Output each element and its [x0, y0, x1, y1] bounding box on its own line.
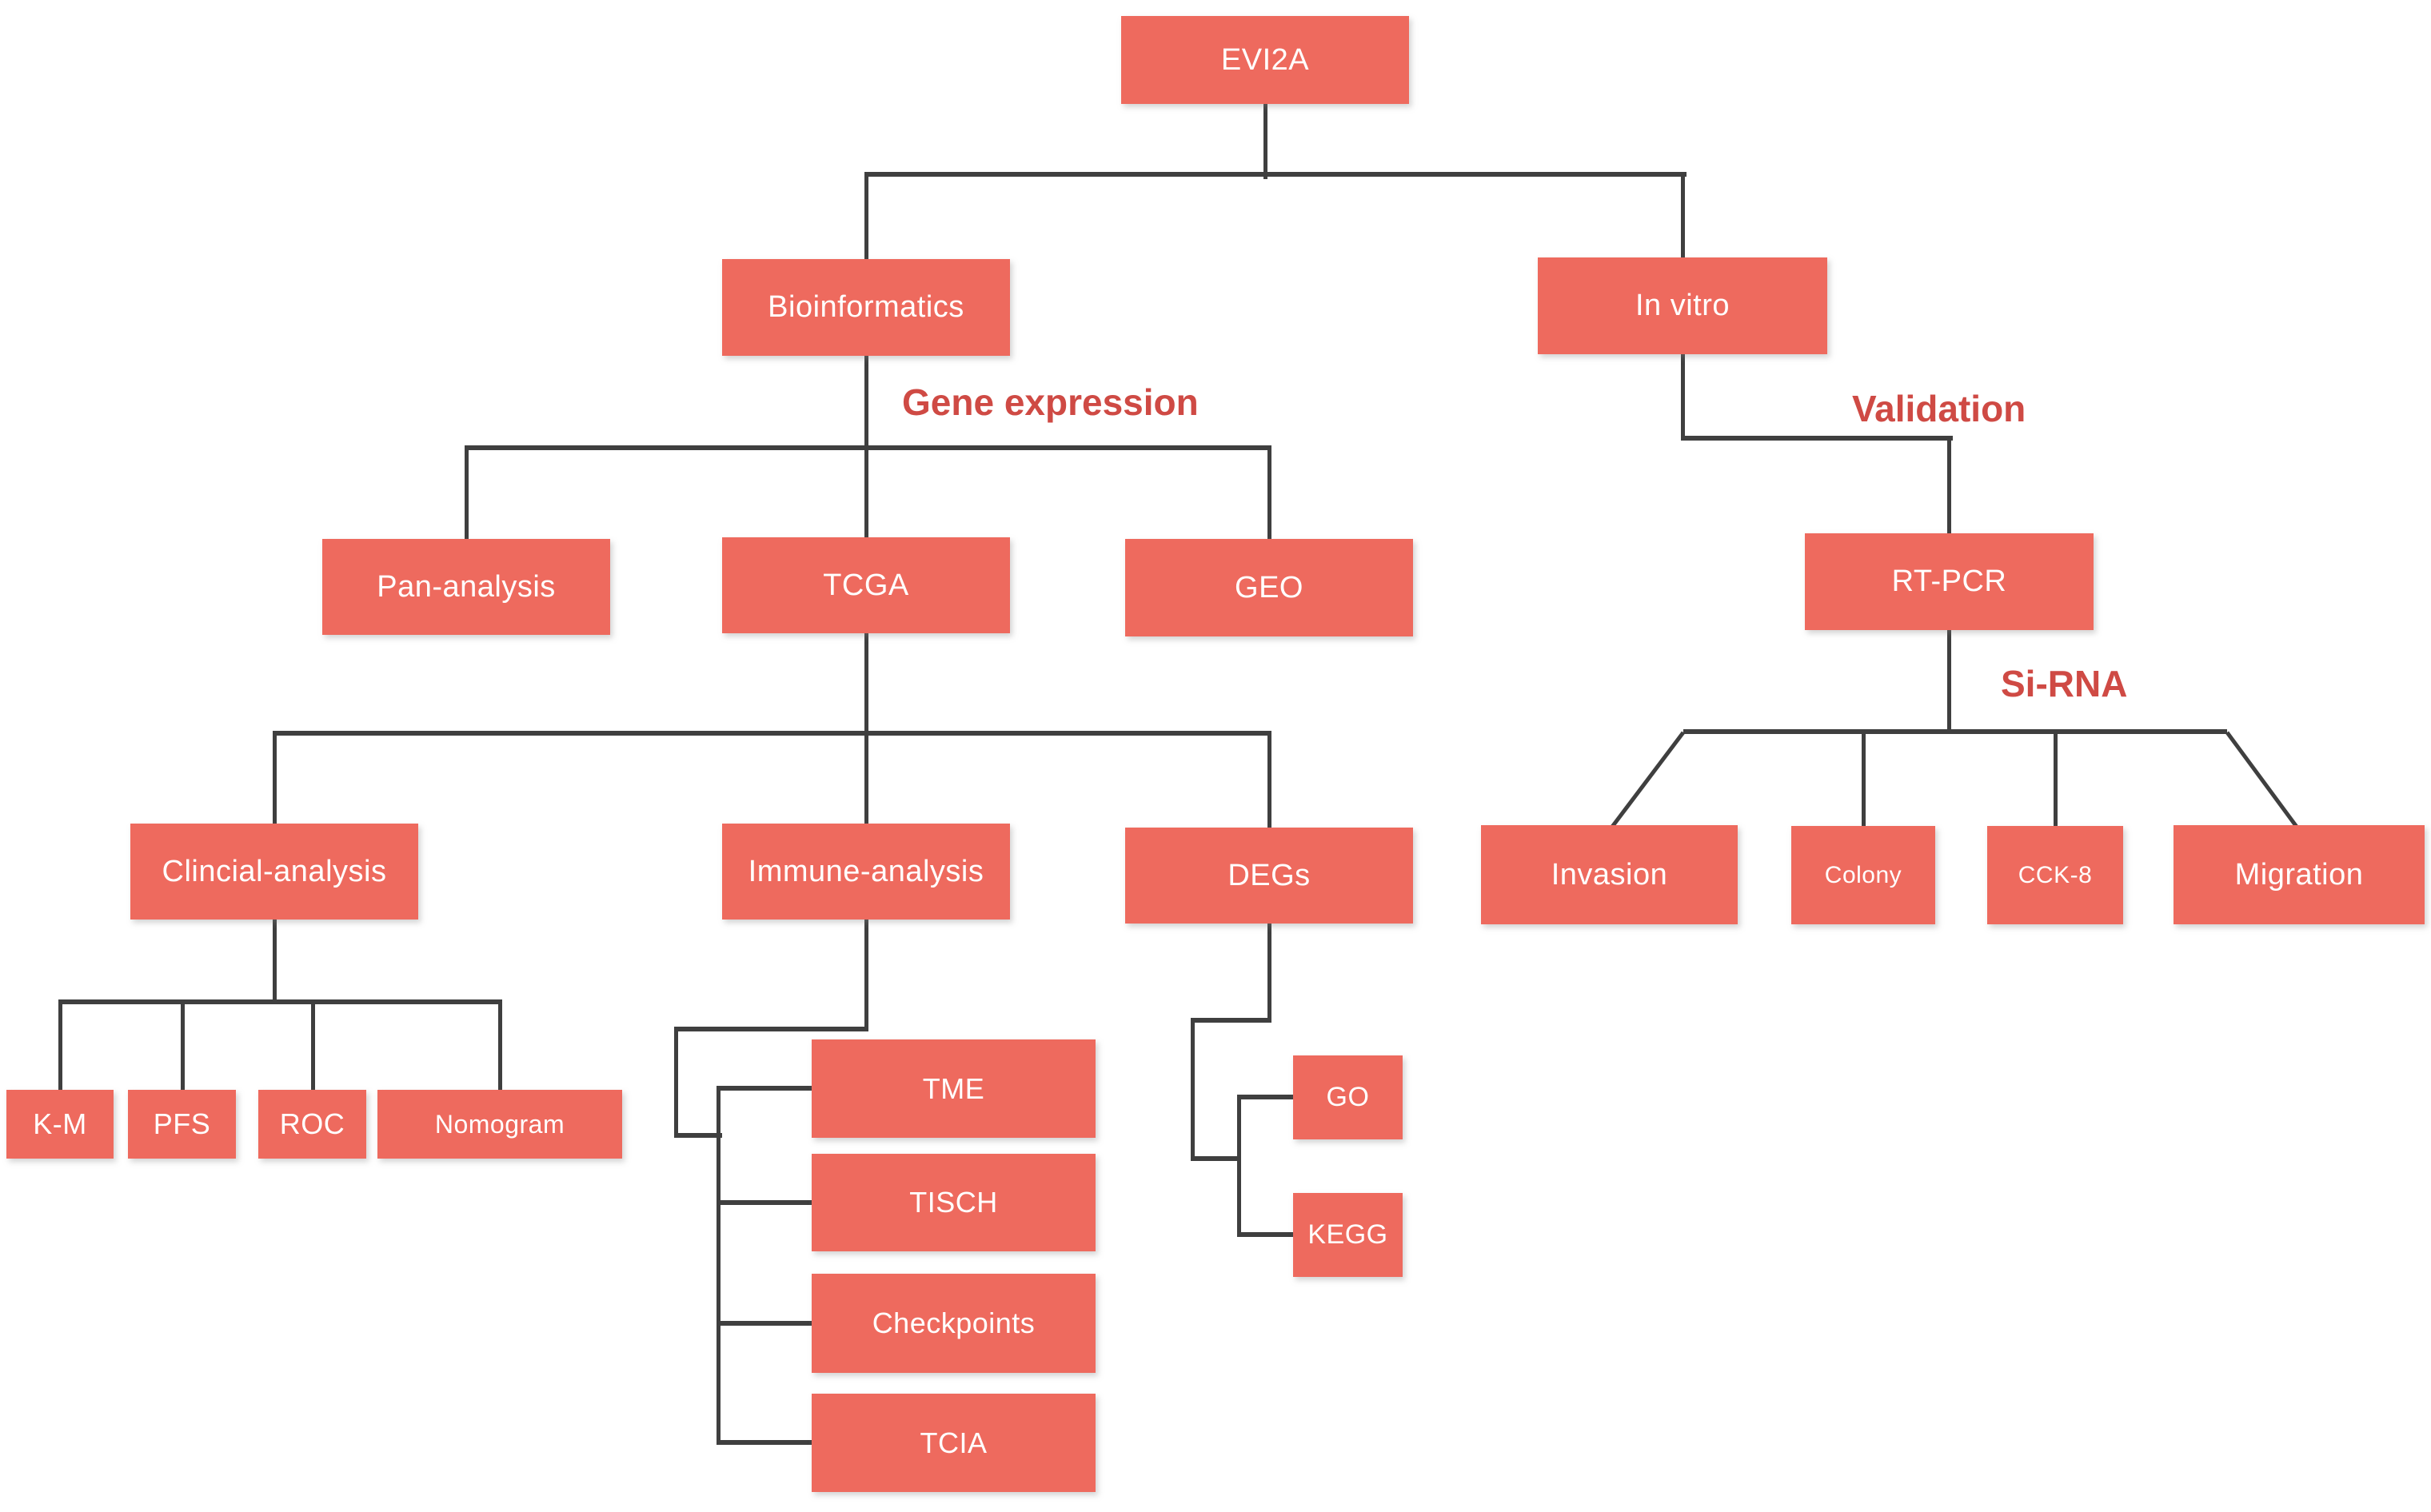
node-invasion: Invasion: [1481, 825, 1738, 924]
node-go: GO: [1293, 1055, 1403, 1139]
connector-stub-tisch: [717, 1200, 812, 1205]
connector-stub-kegg: [1237, 1232, 1293, 1237]
connector-clincial-stem: [273, 920, 277, 1004]
node-tisch: TISCH: [812, 1154, 1096, 1251]
node-immune-analysis: Immune-analysis: [722, 824, 1010, 920]
connector-stub-go: [1237, 1095, 1293, 1099]
node-pfs: PFS: [128, 1090, 236, 1159]
node-geo: GEO: [1125, 539, 1413, 636]
connector-level2-to-geo: [1267, 445, 1271, 539]
connector-level3-to-immune: [864, 731, 868, 824]
connector-stub-tcia: [717, 1440, 812, 1445]
node-tcia: TCIA: [812, 1394, 1096, 1492]
node-colony: Colony: [1791, 826, 1935, 924]
connector-level1-to-bioinformatics: [864, 172, 868, 259]
connector-to-km: [58, 999, 62, 1090]
connector-stub-checkpoints: [717, 1321, 812, 1326]
connector-level1-to-invitro: [1681, 172, 1685, 257]
node-in-vitro: In vitro: [1538, 257, 1827, 354]
node-kegg: KEGG: [1293, 1193, 1403, 1277]
connector-sirna-to-invasion: [1611, 731, 1685, 828]
label-gene-expression: Gene expression: [902, 381, 1199, 423]
connector-to-nomogram: [498, 999, 502, 1090]
connector-sirna-bus: [1683, 729, 2227, 734]
node-bioinformatics: Bioinformatics: [722, 259, 1010, 356]
connector-to-roc: [311, 999, 315, 1090]
node-rt-pcr: RT-PCR: [1805, 533, 2094, 630]
connector-sirna-to-migration: [2225, 731, 2299, 828]
connector-degs-elbow-bottom: [1191, 1156, 1241, 1161]
connector-elbow-to-rtpcr: [1947, 436, 1951, 533]
node-evi2a: EVI2A: [1121, 16, 1409, 104]
connector-level1-bus: [864, 172, 1687, 177]
node-pan-analysis: Pan-analysis: [322, 539, 610, 635]
connector-immune-spine: [717, 1086, 721, 1445]
node-clincial-analysis: Clincial-analysis: [130, 824, 418, 920]
connector-bioinformatics-stem: [864, 356, 868, 450]
connector-level3-to-clincial: [273, 731, 277, 824]
connector-immune-stem: [864, 920, 868, 1031]
connector-degs-elbow-left: [1191, 1018, 1195, 1161]
connector-level3-to-degs: [1267, 731, 1271, 828]
connector-level2-to-pan: [465, 445, 469, 539]
connector-invitro-stem: [1681, 354, 1685, 441]
connector-immune-elbow-top: [674, 1027, 868, 1031]
connector-to-pfs: [181, 999, 185, 1090]
connector-immune-elbow-left: [674, 1027, 678, 1138]
connector-immune-elbow-bottom: [674, 1133, 722, 1138]
connector-stub-tme: [717, 1086, 812, 1091]
node-checkpoints: Checkpoints: [812, 1274, 1096, 1373]
connector-level3-bus: [273, 731, 1271, 736]
node-cck8: CCK-8: [1987, 826, 2123, 924]
connector-invitro-elbow: [1681, 436, 1953, 441]
node-degs: DEGs: [1125, 828, 1413, 924]
connector-clincial-bus: [58, 999, 502, 1004]
connector-degs-elbow-top: [1191, 1018, 1271, 1023]
node-km: K-M: [6, 1090, 114, 1159]
connector-degs-stem: [1267, 924, 1271, 1023]
node-roc: ROC: [258, 1090, 366, 1159]
label-si-rna: Si-RNA: [2001, 663, 2128, 704]
connector-tcga-stem: [864, 633, 868, 736]
connector-evi2a-stem: [1263, 104, 1267, 179]
connector-degs-spine: [1237, 1095, 1241, 1237]
connector-sirna-to-cck8: [2054, 729, 2058, 826]
connector-rtpcr-stem: [1947, 630, 1951, 734]
label-validation: Validation: [1852, 388, 2026, 429]
node-tme: TME: [812, 1039, 1096, 1138]
node-migration: Migration: [2174, 825, 2425, 924]
node-nomogram: Nomogram: [377, 1090, 622, 1159]
node-tcga: TCGA: [722, 537, 1010, 633]
connector-level2-to-tcga: [864, 445, 868, 537]
connector-sirna-to-colony: [1862, 729, 1866, 826]
